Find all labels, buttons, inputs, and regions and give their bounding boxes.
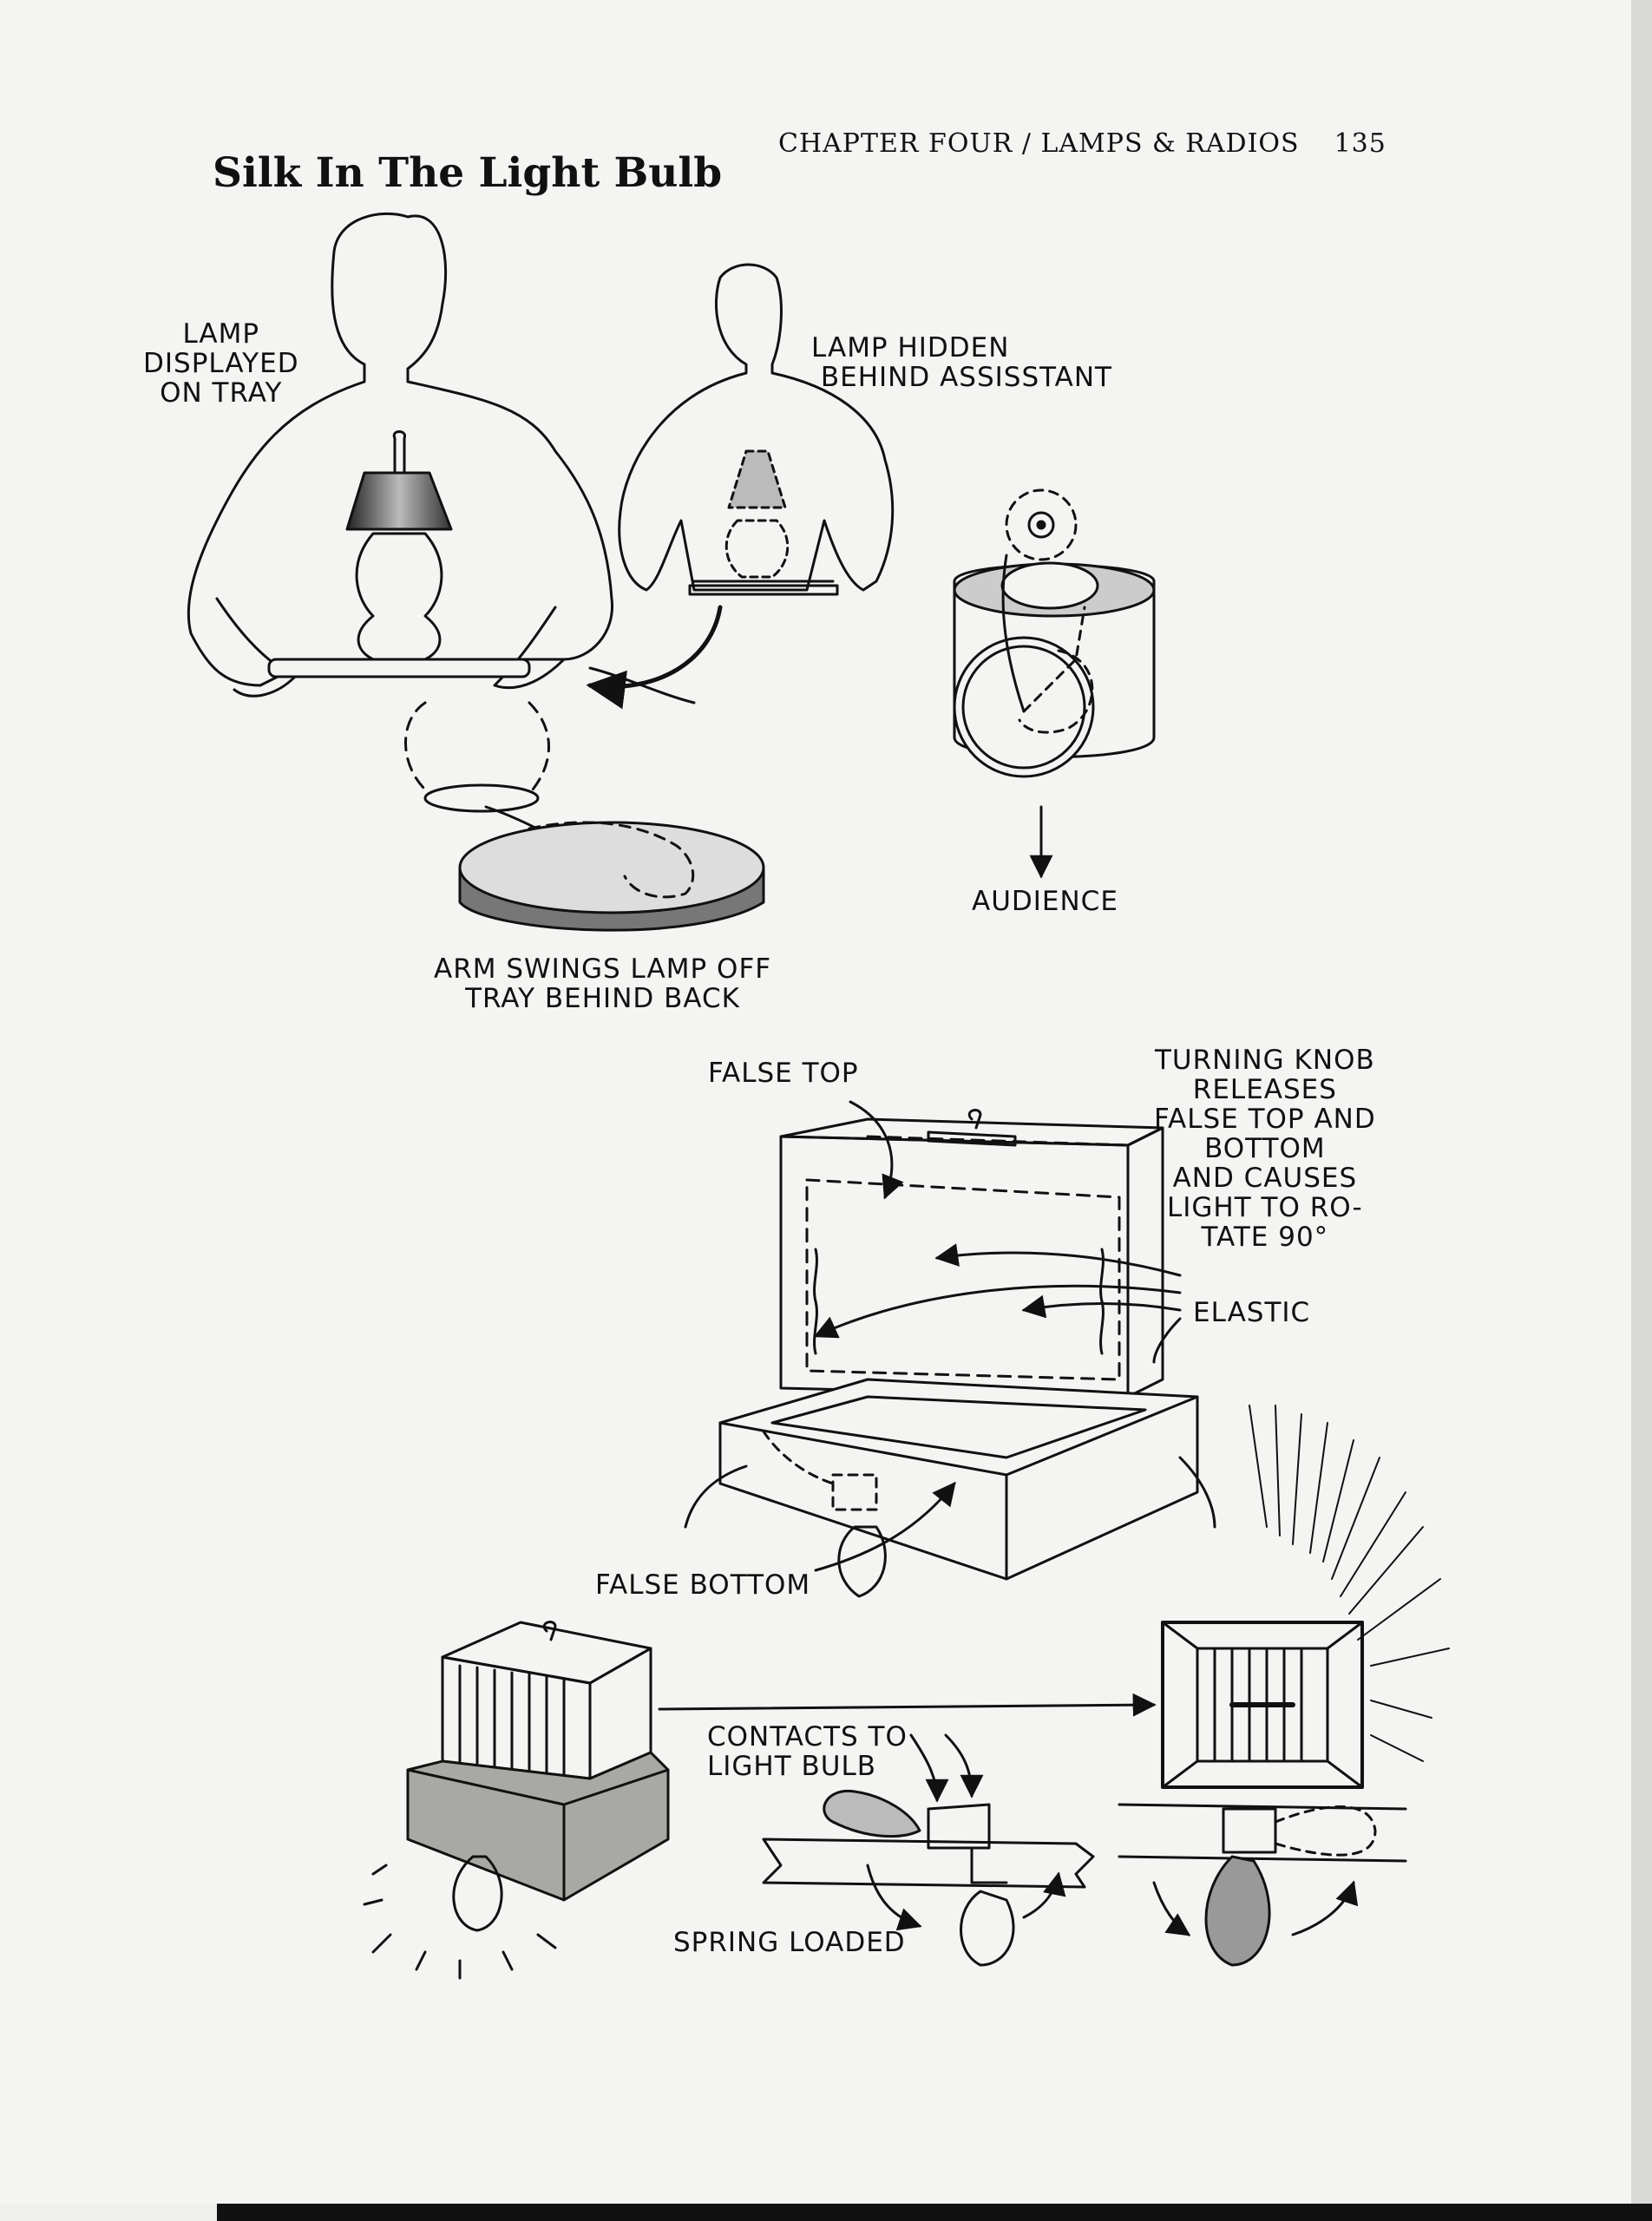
chapter-title: CHAPTER FOUR / LAMPS & RADIOS (778, 128, 1300, 159)
figure-contacts (762, 1733, 1095, 1967)
page-bottom-edge (217, 2204, 1652, 2221)
label-spring-loaded: SPRING LOADED (673, 1927, 906, 1958)
figure-rotated-box (1118, 1621, 1407, 1967)
glow-rays (1249, 1405, 1450, 1762)
figure-lamp-on-tray (187, 212, 614, 698)
book-page (0, 0, 1631, 2204)
figure-servante-table (404, 605, 765, 932)
label-arm-swings: ARM SWINGS LAMP OFF TRAY BEHIND BACK (434, 953, 772, 1014)
label-contacts: CONTACTS TO LIGHT BULB (707, 1721, 908, 1782)
running-header: CHAPTER FOUR / LAMPS & RADIOS 135 (778, 128, 1386, 159)
label-turning-knob: TURNING KNOB RELEASES FALSE TOP AND BOTT… (1154, 1045, 1376, 1253)
label-false-top: FALSE TOP (708, 1058, 859, 1089)
figure-small-box-bulb (363, 1621, 670, 1980)
figure-servante-device (953, 488, 1156, 879)
illustrations (187, 212, 1450, 1980)
section-title: Silk In The Light Bulb (213, 149, 723, 197)
label-elastic: ELASTIC (1193, 1297, 1311, 1328)
label-lamp-displayed: LAMP DISPLAYED ON TRAY (143, 318, 299, 409)
figure-lamp-hidden (618, 263, 895, 596)
page-number: 135 (1334, 128, 1386, 159)
page-edge (1631, 0, 1652, 2221)
label-audience: AUDIENCE (972, 886, 1118, 917)
figure-box-false-top (684, 1100, 1216, 1598)
label-false-bottom: FALSE BOTTOM (595, 1569, 811, 1601)
label-lamp-hidden: LAMP HIDDEN BEHIND ASSISSTANT (811, 332, 1112, 393)
